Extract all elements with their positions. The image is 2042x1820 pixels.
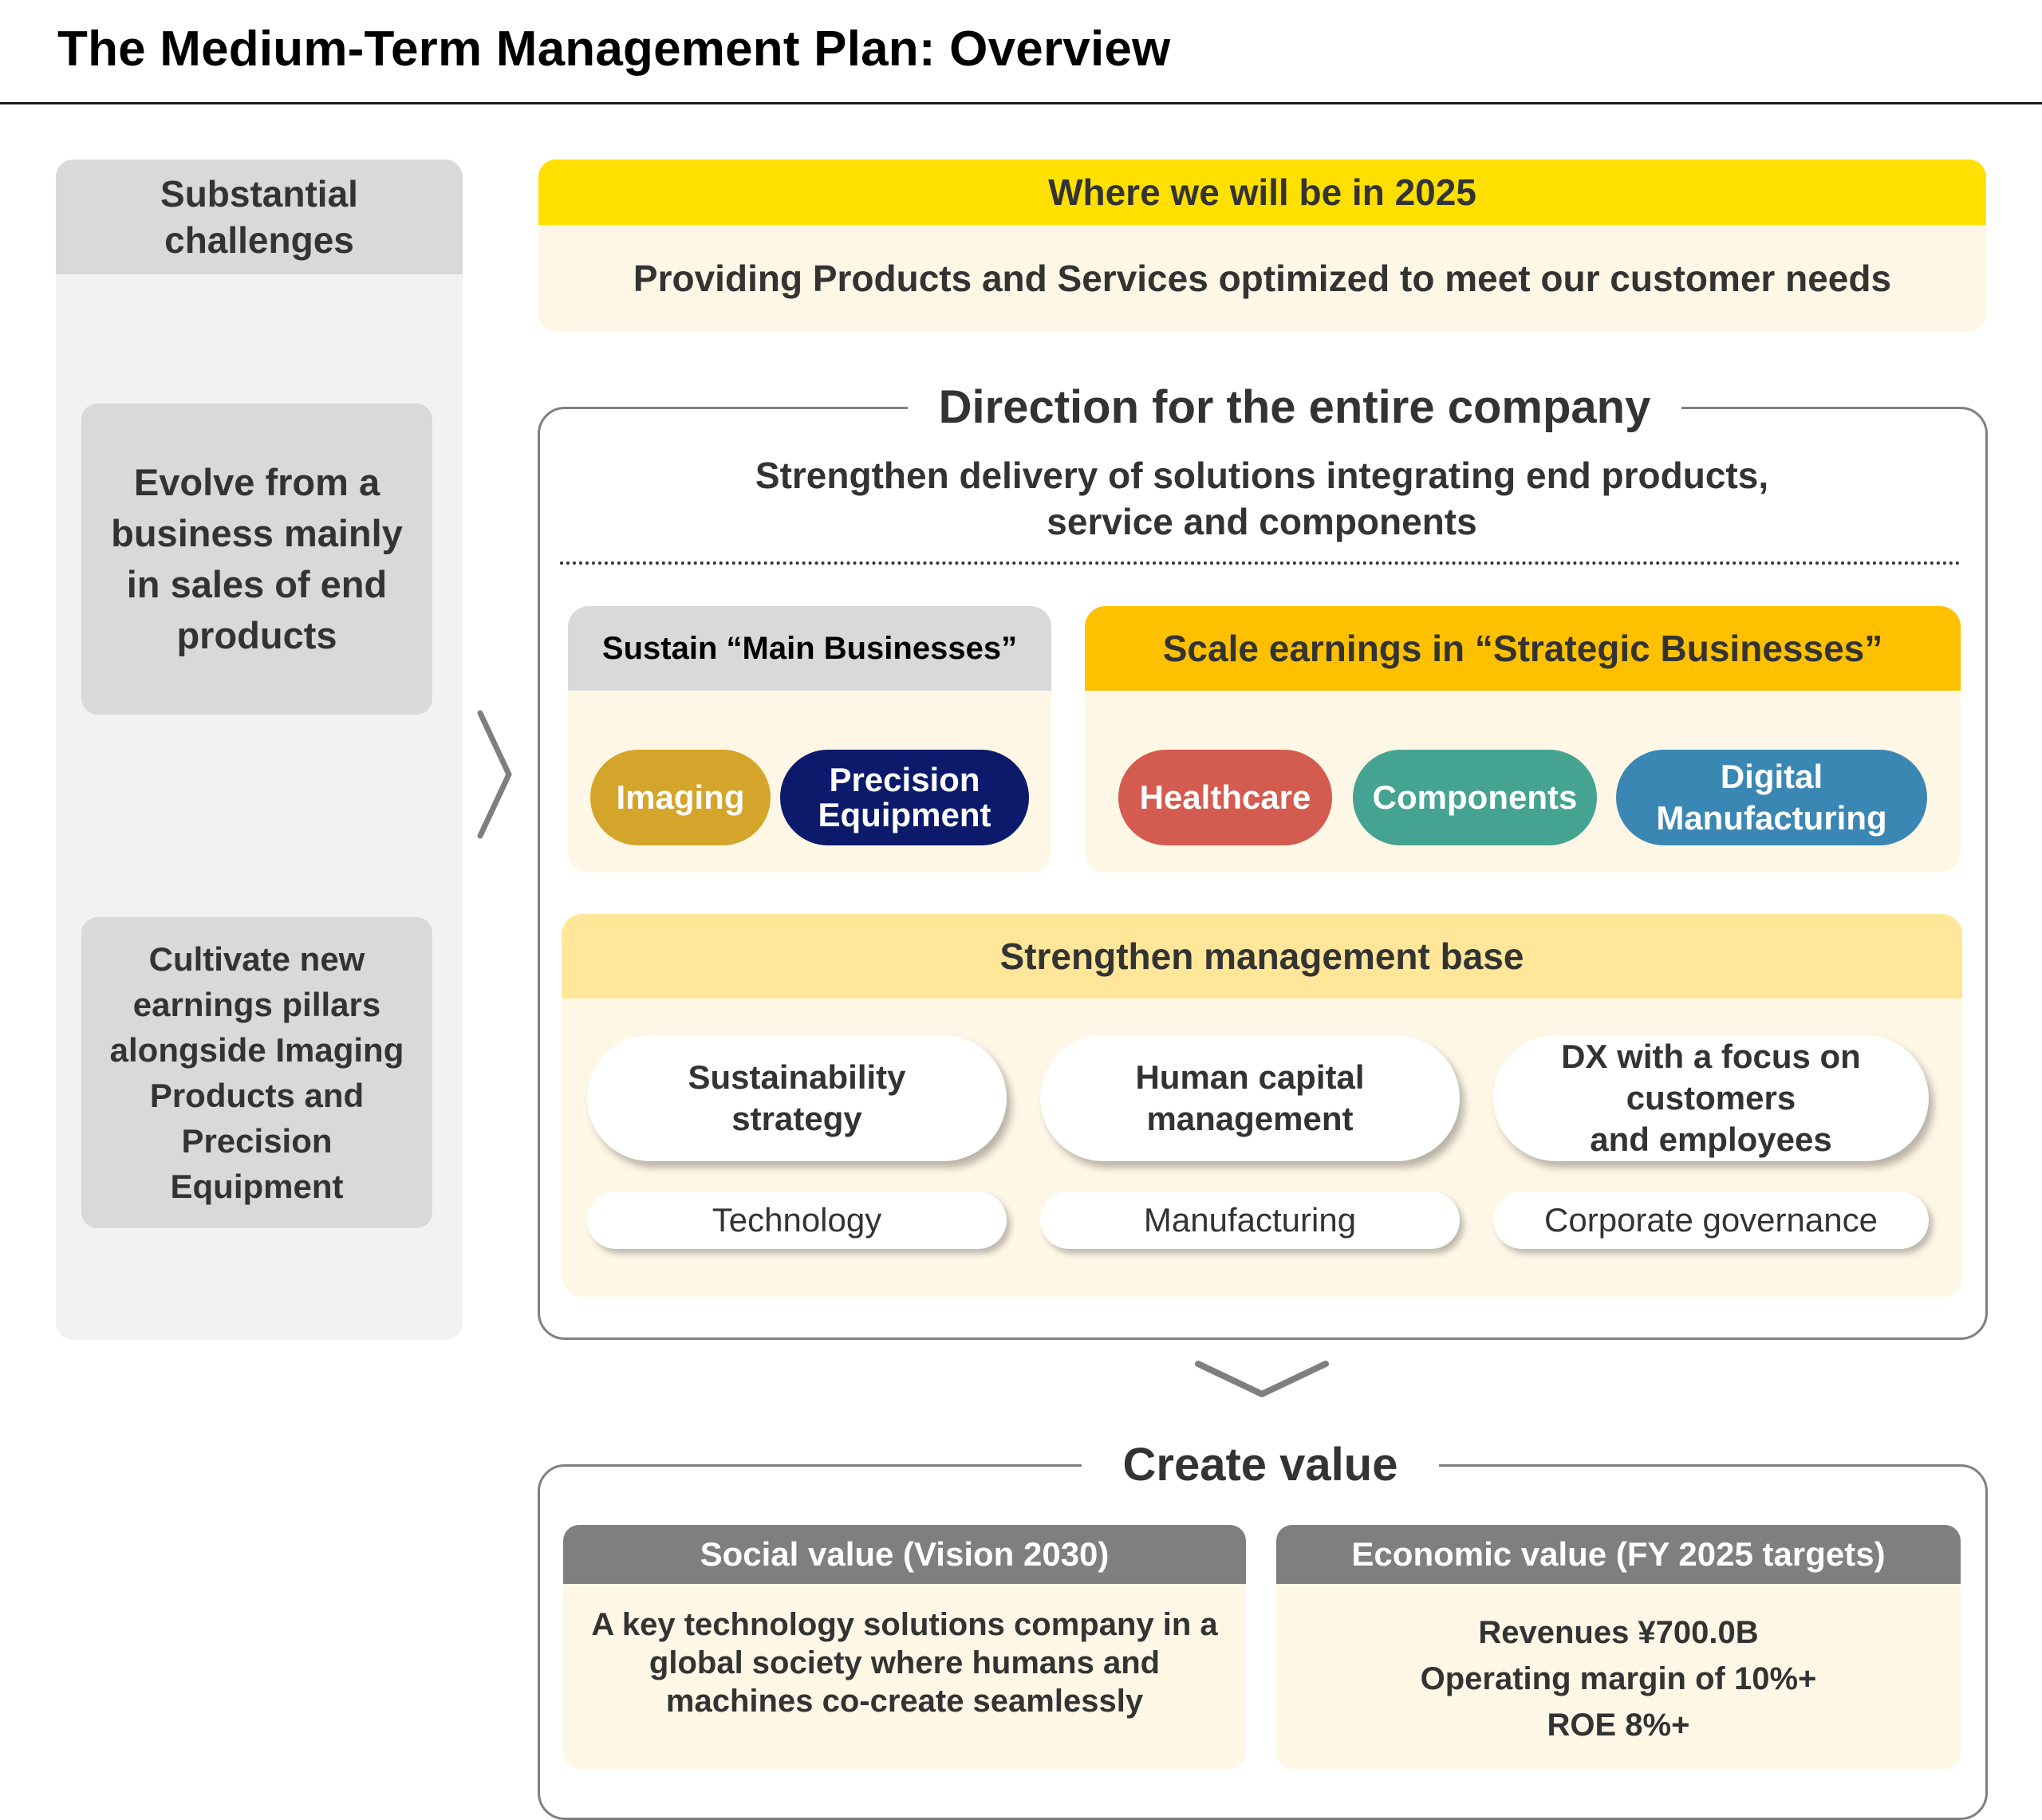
- pillar-label: customers: [1626, 1079, 1796, 1117]
- challenge-line: in sales of end: [126, 563, 388, 605]
- pill-label: Precision: [829, 761, 980, 798]
- social-value-text: A key technology solutions company in a …: [579, 1603, 1230, 1723]
- pill-label: Manufacturing: [1656, 799, 1887, 837]
- economic-targets: Revenues ¥700.0B Operating margin of 10%…: [1276, 1605, 1961, 1753]
- foundation-corporate-governance: Corporate governance: [1493, 1192, 1929, 1249]
- goal-header: Where we will be in 2025: [538, 160, 1986, 225]
- business-pill-imaging: Imaging: [590, 750, 771, 845]
- goal-text: Providing Products and Services optimize…: [633, 258, 1892, 299]
- pill-label: Components: [1372, 778, 1578, 816]
- foundation-technology: Technology: [587, 1192, 1007, 1249]
- pillar-label: strategy: [731, 1100, 862, 1137]
- pillar-label: Human capital: [1135, 1058, 1365, 1096]
- pill-label: Equipment: [818, 796, 991, 833]
- direction-title: Direction for the entire company: [908, 375, 1681, 439]
- main-businesses-box: Sustain “Main Businesses” Imaging Precis…: [568, 606, 1051, 873]
- business-pill-digital-manufacturing: Digital Manufacturing: [1616, 750, 1927, 845]
- strategic-businesses-box: Scale earnings in “Strategic Businesses”…: [1085, 606, 1961, 873]
- challenge-box-cultivate: Cultivate new earnings pillars alongside…: [81, 917, 432, 1228]
- pillar-label: DX with a focus on: [1561, 1038, 1861, 1075]
- challenge-line: Cultivate new: [148, 940, 365, 978]
- challenges-header-line: challenges: [164, 219, 354, 261]
- chevron-right-icon: [477, 710, 512, 839]
- economic-value-card: Economic value (FY 2025 targets) Revenue…: [1276, 1525, 1961, 1769]
- strategic-businesses-header: Scale earnings in “Strategic Businesses”: [1085, 606, 1961, 691]
- challenge-line: Precision: [181, 1122, 333, 1160]
- challenge-line: products: [176, 614, 337, 656]
- foundation-manufacturing: Manufacturing: [1040, 1192, 1460, 1249]
- goal-box: Where we will be in 2025 Providing Produ…: [538, 160, 1986, 332]
- title-divider: [0, 102, 2042, 104]
- main-businesses-header: Sustain “Main Businesses”: [568, 606, 1051, 691]
- challenges-header: Substantial challenges: [56, 160, 463, 274]
- challenges-panel: Substantial challenges Evolve from a bus…: [56, 160, 463, 1340]
- pill-label: Digital: [1720, 758, 1823, 795]
- target-operating-margin: Operating margin of 10%+: [1420, 1661, 1817, 1696]
- direction-subtitle-line: service and components: [1047, 501, 1477, 542]
- challenge-box-evolve: Evolve from a business mainly in sales o…: [81, 404, 432, 715]
- pill-label: Imaging: [616, 778, 745, 816]
- direction-subtitle-line: Strengthen delivery of solutions integra…: [755, 455, 1769, 496]
- social-value-header: Social value (Vision 2030): [563, 1525, 1246, 1584]
- challenge-line: business mainly: [111, 512, 403, 554]
- social-value-line: A key technology solutions company in a: [591, 1607, 1218, 1642]
- challenge-line: alongside Imaging: [109, 1031, 404, 1069]
- direction-subtitle: Strengthen delivery of solutions integra…: [558, 447, 1965, 550]
- business-pill-precision-equipment: Precision Equipment: [780, 750, 1029, 845]
- create-value-title: Create value: [1082, 1432, 1439, 1496]
- social-value-line: global society where humans and: [648, 1645, 1161, 1680]
- social-value-line: machines co-create seamlessly: [665, 1684, 1144, 1719]
- pill-label: Healthcare: [1139, 778, 1311, 816]
- pillar-sustainability-strategy: Sustainability strategy: [587, 1035, 1007, 1161]
- challenge-line: Equipment: [170, 1168, 344, 1205]
- pillar-label: management: [1146, 1100, 1354, 1137]
- business-pill-healthcare: Healthcare: [1118, 750, 1332, 845]
- target-roe: ROE 8%+: [1547, 1708, 1690, 1743]
- economic-value-header: Economic value (FY 2025 targets): [1276, 1525, 1961, 1584]
- page-title: The Medium-Term Management Plan: Overvie…: [57, 22, 1171, 77]
- challenge-line: earnings pillars: [132, 986, 381, 1023]
- management-base-box: Strengthen management base Sustainabilit…: [562, 914, 1962, 1297]
- business-pill-components: Components: [1353, 750, 1597, 845]
- chevron-down-icon: [1195, 1361, 1329, 1397]
- target-revenues: Revenues ¥700.0B: [1478, 1615, 1759, 1650]
- challenge-line: Evolve from a: [133, 461, 380, 503]
- pillar-human-capital: Human capital management: [1040, 1035, 1460, 1161]
- social-value-card: Social value (Vision 2030) A key technol…: [563, 1525, 1246, 1769]
- management-base-header: Strengthen management base: [562, 914, 1962, 999]
- pillar-label: Sustainability: [688, 1058, 906, 1096]
- challenges-header-line: Substantial: [160, 173, 358, 215]
- challenge-line: Products and: [149, 1077, 365, 1114]
- dotted-divider: [560, 561, 1961, 565]
- pillar-dx: DX with a focus on customers and employe…: [1493, 1035, 1929, 1161]
- pillar-label: and employees: [1590, 1121, 1832, 1158]
